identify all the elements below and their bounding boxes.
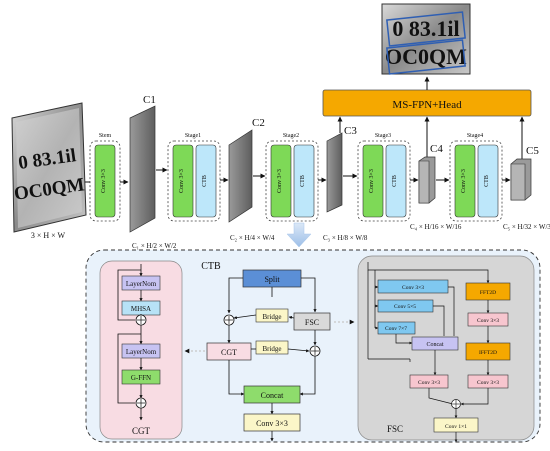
c1-dims-label: C₁ × H/2 × W/2 — [132, 242, 177, 250]
stage4-label: Stage4 — [467, 133, 483, 139]
stage2: Stage2 Conv 3×3 CTB — [265, 133, 319, 222]
ctb-bridge-top: Bridge — [262, 313, 281, 321]
stage2-label: Stage2 — [283, 133, 299, 139]
fsc-conv-c: Conv 7×7 — [385, 326, 407, 332]
fsc-conv-a: Conv 3×3 — [402, 285, 424, 291]
ctb-cgt: CGT — [221, 348, 237, 357]
ctb-title: CTB — [201, 261, 221, 272]
fsc-conv-out: Conv 1×1 — [445, 424, 467, 430]
stage1: Stage1 Conv 3×3 CTB — [167, 133, 221, 222]
fsc-fft: FFT2D — [480, 290, 496, 296]
input-dims-label: 3 × H × W — [31, 231, 66, 240]
c4-label: C4 — [430, 143, 443, 155]
output-plate-line1: 0 83.1il — [392, 16, 459, 41]
stem-stage: Stem Conv 3×3 — [89, 133, 121, 222]
stage2-conv-label: Conv 3×3 — [277, 169, 283, 193]
output-plate-image: 0 83.1il OC0QM — [381, 3, 471, 75]
c4-dims-label: C₄ × H/16 × W/16 — [410, 223, 462, 231]
cgt-residual-top — [117, 269, 141, 321]
ctb-concat: Concat — [261, 391, 284, 400]
feature-c1: C1 C₁ × H/2 × W/2 — [129, 94, 177, 250]
feature-c4: C4 C₄ × H/16 × W/16 — [410, 143, 462, 231]
ctb-conv: Conv 3×3 — [256, 419, 288, 428]
ctb-split: Split — [264, 275, 280, 284]
stage3-conv-label: Conv 3×3 — [369, 169, 375, 193]
fsc-conv-f: Conv 3×3 — [418, 380, 440, 386]
stage3-ctb-label: CTB — [392, 175, 398, 187]
cgt-mhsa: MHSA — [131, 305, 151, 313]
feature-c3: C3 C₃ × H/8 × W/8 — [323, 125, 368, 242]
feature-c5: C5 C₅ × H/32 × W/32 — [503, 145, 550, 231]
c5-label: C5 — [526, 145, 539, 157]
c5-dims-label: C₅ × H/32 × W/32 — [503, 223, 550, 231]
c1-label: C1 — [143, 94, 156, 106]
cgt-residual-bottom — [117, 333, 141, 404]
stage3-label: Stage3 — [375, 133, 391, 139]
stage3: Stage3 Conv 3×3 CTB — [357, 133, 411, 222]
ctb-fsc: FSC — [305, 318, 319, 327]
head-block: MS-FPN+Head — [322, 89, 532, 117]
cgt-gffn: G-FFN — [131, 374, 151, 382]
fsc-panel: FSC Conv 3×3 Conv 5×5 Conv 7×7 Concat Co… — [357, 255, 535, 443]
cgt-panel: CGT LayerNom MHSA LayerNom G-FFN — [99, 260, 183, 440]
cgt-panel-title: CGT — [132, 426, 151, 436]
feature-c2: C2 C₂ × H/4 × W/4 — [228, 117, 275, 242]
stage2-ctb-label: CTB — [300, 175, 306, 187]
c2-dims-label: C₂ × H/4 × W/4 — [230, 234, 275, 242]
stage1-label: Stage1 — [185, 133, 201, 139]
fsc-concat: Concat — [427, 342, 444, 348]
stage1-conv-label: Conv 3×3 — [179, 169, 185, 193]
stage4-conv-label: Conv 3×3 — [461, 169, 467, 193]
fsc-conv-d: Conv 3×3 — [477, 318, 499, 324]
fsc-ifft: IFFT2D — [479, 350, 497, 356]
ctb-bridge-bottom: Bridge — [262, 345, 281, 353]
c3-dims-label: C₃ × H/8 × W/8 — [323, 234, 368, 242]
ctb-flow: Split Bridge FSC CGT Bridge — [184, 269, 355, 442]
fsc-conv-b: Conv 5×5 — [394, 304, 416, 310]
input-plate-image: 0 83.1il OC0QM — [11, 102, 87, 233]
cgt-layernorm-bottom: LayerNom — [126, 348, 157, 356]
c2-label: C2 — [252, 117, 265, 129]
stage1-ctb-label: CTB — [202, 175, 208, 187]
stage4: Stage4 Conv 3×3 CTB — [449, 133, 503, 222]
cgt-layernorm-top: LayerNom — [126, 280, 157, 288]
c3-label: C3 — [344, 125, 357, 137]
stage4-ctb-label: CTB — [484, 175, 490, 187]
fsc-panel-title: FSC — [387, 424, 403, 434]
output-plate-line2: OC0QM — [385, 44, 467, 69]
fsc-conv-e: Conv 3×3 — [477, 380, 499, 386]
ctb-expand-arrow — [286, 222, 312, 248]
stem-label: Stem — [99, 133, 112, 139]
stem-conv-label: Conv 3×3 — [101, 169, 107, 193]
head-label: MS-FPN+Head — [392, 99, 462, 111]
